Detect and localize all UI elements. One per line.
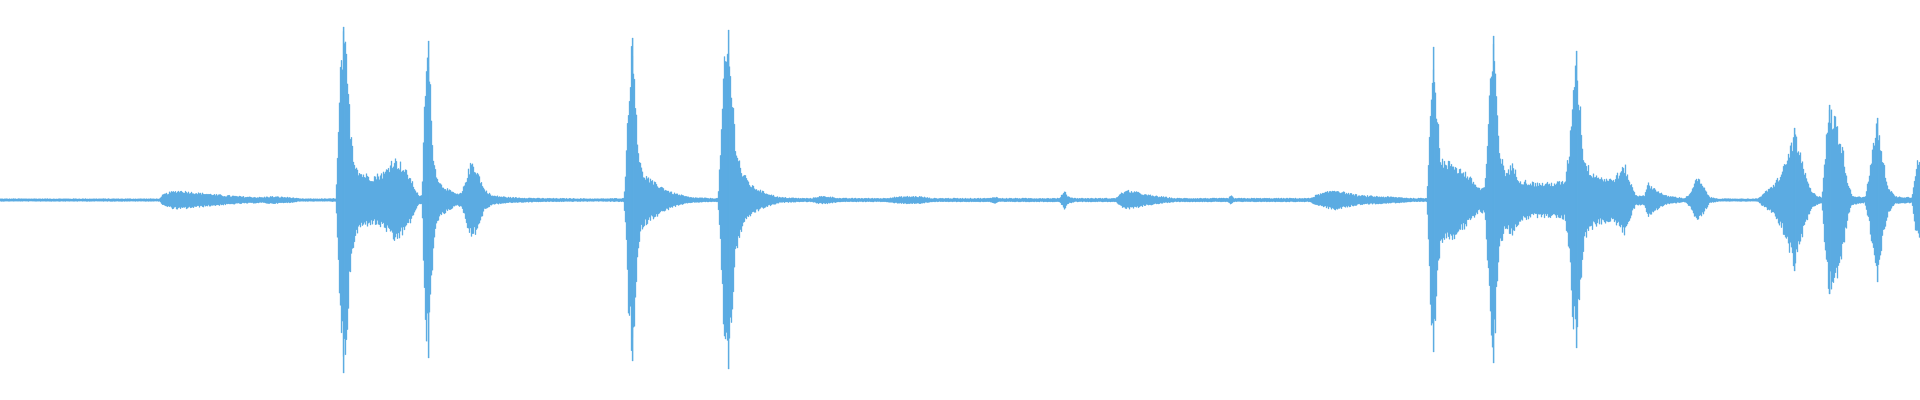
- waveform-shape: [0, 26, 1920, 374]
